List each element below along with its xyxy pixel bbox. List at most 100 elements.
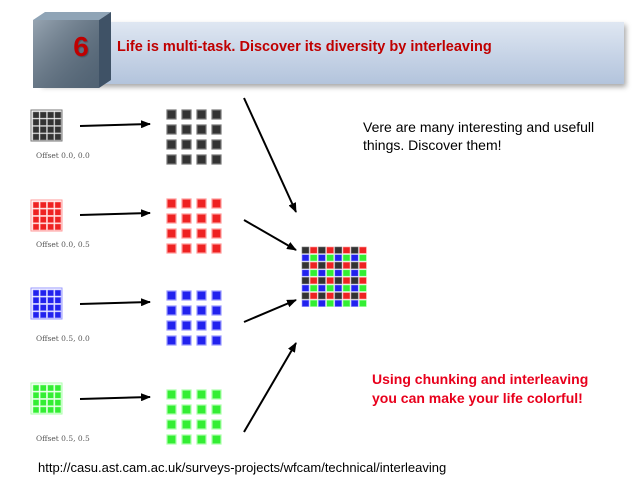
small-grid-cell xyxy=(47,133,54,141)
combined-grid-cell xyxy=(350,277,359,285)
combined-grid-cell xyxy=(318,261,326,269)
small-grid-cell xyxy=(47,296,54,304)
combined-grid-cell xyxy=(326,299,334,307)
combined-grid-cell xyxy=(334,261,343,269)
spread-grid-cell xyxy=(196,419,207,430)
spread-grid-cell xyxy=(181,404,192,415)
small-grid-cell xyxy=(32,384,40,392)
spread-grid-black xyxy=(166,109,222,165)
spread-grid-cell xyxy=(181,434,192,445)
spread-grid-cell xyxy=(181,389,192,400)
small-grid-cell xyxy=(47,304,54,311)
combined-grid-cell xyxy=(350,261,359,269)
spread-grid-cell xyxy=(211,320,222,331)
small-grid-cell xyxy=(47,223,54,231)
small-grid-cell xyxy=(54,289,62,297)
spread-grid-cell xyxy=(166,335,177,346)
spread-grid-cell xyxy=(211,434,222,445)
spread-grid-cell xyxy=(166,228,177,239)
spread-grid-cell xyxy=(181,198,192,209)
small-grid-cell xyxy=(32,111,40,119)
small-grid-cell xyxy=(47,391,54,399)
small-grid-cell xyxy=(39,391,47,399)
small-grid-cell xyxy=(47,201,54,209)
combined-grid-cell xyxy=(359,261,367,269)
spread-grid-cell xyxy=(196,213,207,224)
combined-grid-cell xyxy=(326,254,334,262)
spread-grid-cell xyxy=(166,109,177,120)
small-grid-cell xyxy=(39,289,47,297)
small-grid-cell xyxy=(39,111,47,119)
small-grid-cell xyxy=(54,133,62,141)
small-grid-cell xyxy=(47,406,54,414)
combined-grid-cell xyxy=(309,246,318,254)
spread-grid-cell xyxy=(166,213,177,224)
small-grid-red xyxy=(30,199,63,232)
small-grid-cell xyxy=(39,133,47,141)
spread-grid-cell xyxy=(166,434,177,445)
spread-grid-cell xyxy=(196,228,207,239)
small-grid-cell xyxy=(54,304,62,311)
small-grid-cell xyxy=(54,384,62,392)
combined-grid-cell xyxy=(326,284,334,292)
combined-grid-cell xyxy=(350,269,359,277)
combined-grid-cell xyxy=(318,299,326,307)
small-grid-cell xyxy=(54,126,62,133)
small-grid-cell xyxy=(39,406,47,414)
spread-grid-cell xyxy=(166,243,177,254)
combined-grid-cell xyxy=(359,284,367,292)
combined-grid-cell xyxy=(309,299,318,307)
offset-label-blue: Offset 0.5, 0.0 xyxy=(36,334,90,343)
combined-grid-cell xyxy=(301,269,310,277)
arrow-to-spread-green xyxy=(79,393,151,402)
combined-grid-cell xyxy=(359,292,367,300)
spread-grid-cell xyxy=(181,154,192,165)
combined-grid-cell xyxy=(309,269,318,277)
combined-grid-cell xyxy=(301,246,310,254)
small-grid-cell xyxy=(32,201,40,209)
arrow-to-spread-red xyxy=(79,209,151,218)
callout-text: Using chunking and interleaving you can … xyxy=(372,371,589,406)
small-grid-cell xyxy=(47,384,54,392)
spread-grid-cell xyxy=(196,404,207,415)
small-grid-black xyxy=(30,109,63,142)
small-grid-cell xyxy=(47,126,54,133)
spread-grid-cell xyxy=(181,290,192,301)
small-grid-cell xyxy=(54,311,62,319)
combined-grid-cell xyxy=(318,292,326,300)
small-grid-green xyxy=(30,382,63,415)
small-grid-cell xyxy=(47,209,54,216)
small-grid-cell xyxy=(39,209,47,216)
small-grid-cell xyxy=(32,391,40,399)
combined-grid-cell xyxy=(334,292,343,300)
combined-grid-cell xyxy=(301,261,310,269)
spread-grid-cell xyxy=(211,335,222,346)
small-grid-blue xyxy=(30,287,63,320)
small-grid-cell xyxy=(32,223,40,231)
combined-grid-cell xyxy=(318,254,326,262)
small-grid-cell xyxy=(32,406,40,414)
small-grid-cell xyxy=(32,311,40,319)
small-grid-cell xyxy=(47,111,54,119)
small-grid-cell xyxy=(32,399,40,406)
combined-grid-cell xyxy=(301,254,310,262)
spread-grid-cell xyxy=(211,154,222,165)
combined-grid-cell xyxy=(301,277,310,285)
small-grid-cell xyxy=(39,311,47,319)
spread-grid-cell xyxy=(166,419,177,430)
small-grid-cell xyxy=(39,304,47,311)
spread-grid-cell xyxy=(181,109,192,120)
combined-grid-cell xyxy=(309,254,318,262)
spread-grid-cell xyxy=(196,290,207,301)
small-grid-cell xyxy=(54,399,62,406)
combined-grid-cell xyxy=(318,277,326,285)
spread-grid-cell xyxy=(181,419,192,430)
combined-grid-cell xyxy=(342,299,351,307)
spread-grid-cell xyxy=(211,290,222,301)
spread-grid-cell xyxy=(166,320,177,331)
small-grid-cell xyxy=(39,296,47,304)
number-cube xyxy=(33,12,111,88)
small-grid-cell xyxy=(32,126,40,133)
spread-grid-cell xyxy=(181,213,192,224)
